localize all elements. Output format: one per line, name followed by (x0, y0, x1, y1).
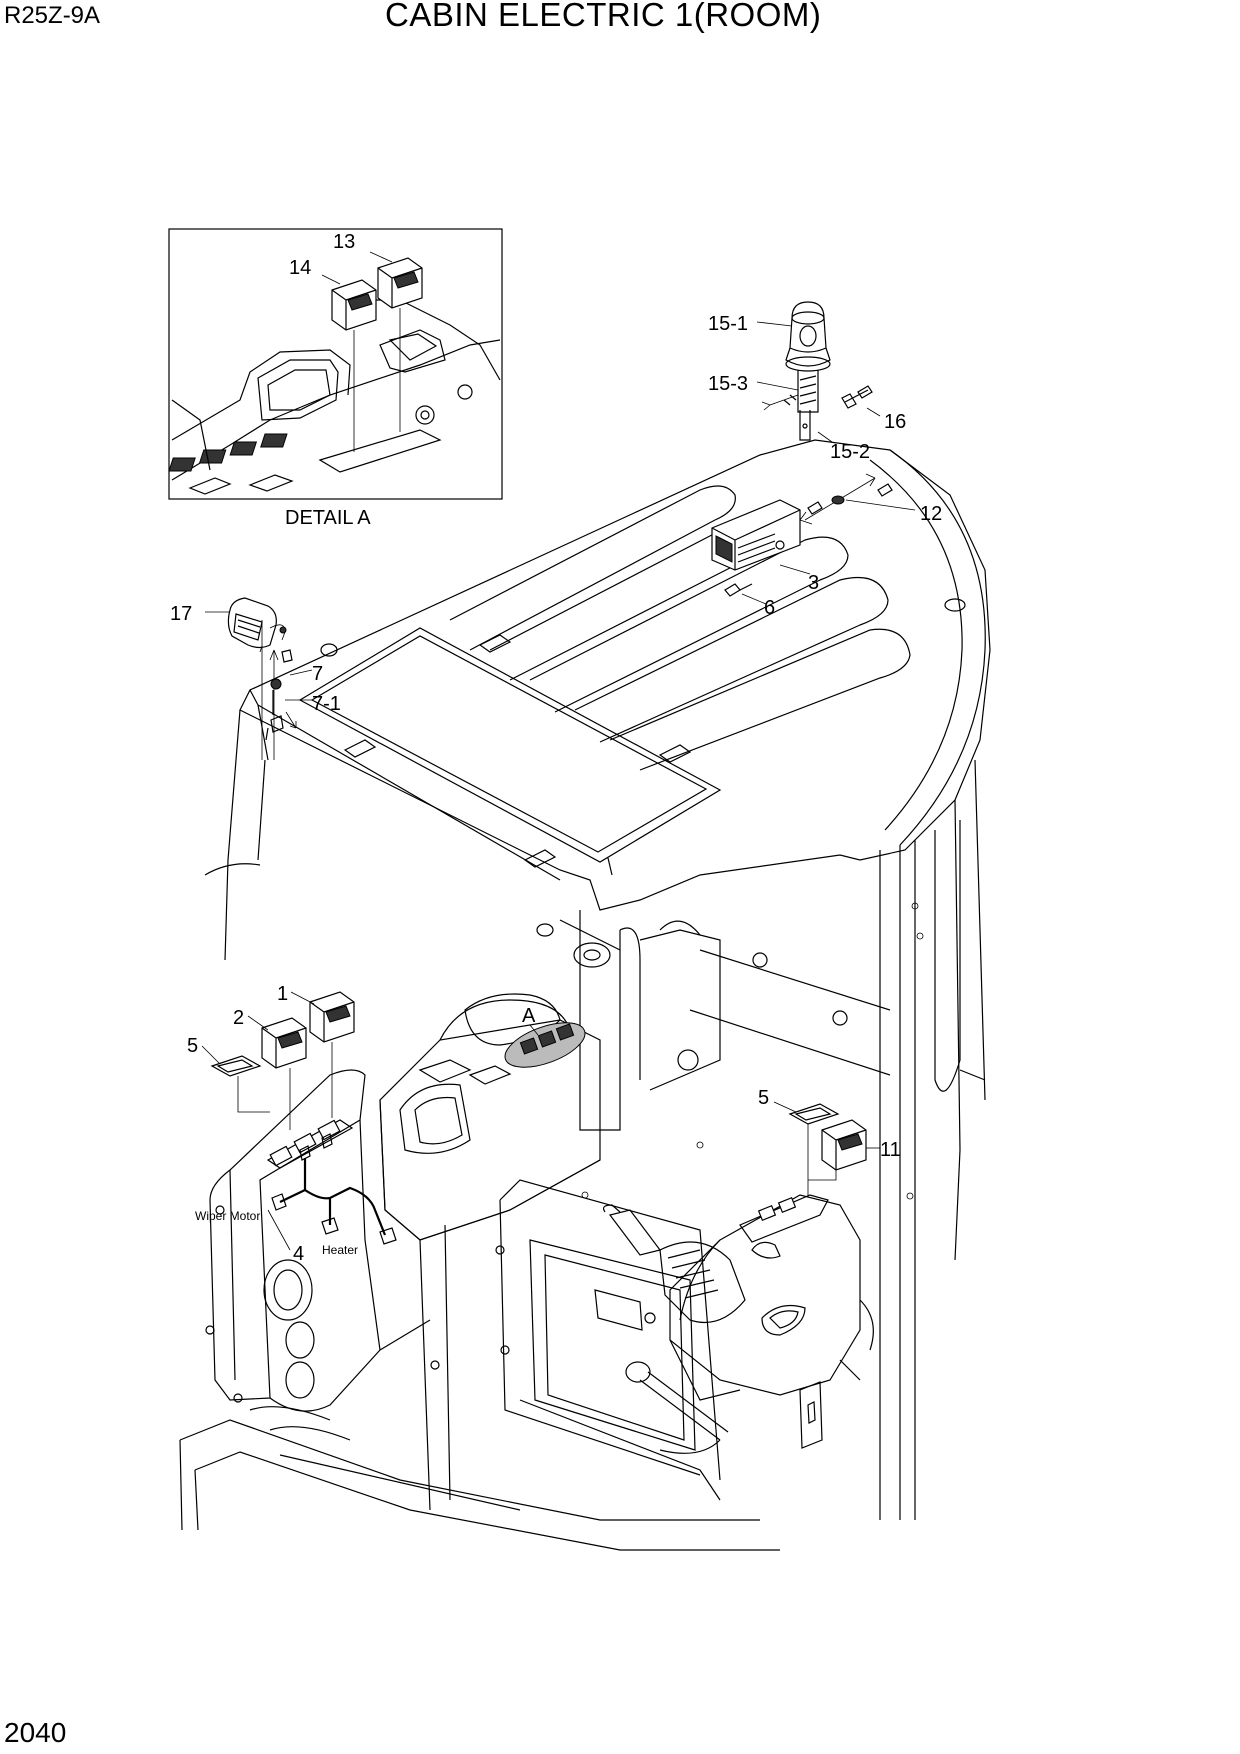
center-console: A (379, 910, 721, 1511)
frame-5-left-shape (210, 1055, 262, 1077)
callout-17: 17 (170, 603, 192, 625)
callout-16: 16 (884, 411, 906, 433)
callout-5-right: 5 (758, 1087, 769, 1109)
cabin-floor (179, 1141, 823, 1551)
callout-2: 2 (233, 1007, 244, 1029)
callout-7-1: 7-1 (312, 693, 341, 715)
left-switch-group: Wiper Motor Heater 1 2 5 4 (187, 983, 397, 1265)
callout-3: 3 (808, 572, 819, 594)
callout-15-1: 15-1 (708, 313, 748, 335)
detail-a-frame (168, 228, 503, 500)
right-switch-group: 5 11 (758, 1087, 901, 1196)
callout-13: 13 (333, 231, 355, 253)
work-lamp-shape (227, 597, 277, 649)
detail-a-marker: A (522, 1005, 536, 1027)
cable-12: 12 (799, 473, 942, 525)
callout-12: 12 (920, 503, 942, 525)
right-control-box (602, 1194, 874, 1454)
page-number: 2040 (4, 1717, 67, 1748)
callout-6: 6 (764, 597, 775, 619)
left-side-panel (205, 1069, 431, 1412)
callout-1: 1 (277, 983, 288, 1005)
wire-label-wiper-motor: Wiper Motor (195, 1209, 260, 1223)
callout-14: 14 (289, 257, 311, 279)
callout-15-2: 15-2 (830, 441, 870, 463)
callout-15-3: 15-3 (708, 373, 748, 395)
beacon-lamp-shape (789, 301, 827, 353)
radio-unit: 3 6 (711, 499, 819, 619)
callout-11: 11 (880, 1139, 901, 1161)
detail-a-inset: 13 14 (168, 228, 503, 500)
beacon-assembly: 15-1 15-3 16 15-2 (708, 301, 906, 463)
page-title: CABIN ELECTRIC 1(ROOM) (385, 0, 822, 33)
callout-5-left: 5 (187, 1035, 198, 1057)
frame-5-right-shape (788, 1103, 840, 1125)
callout-7: 7 (312, 663, 323, 685)
model-code: R25Z-9A (4, 2, 101, 29)
callout-4: 4 (293, 1243, 304, 1265)
work-lamp-assembly: 17 7 7-1 (170, 597, 341, 760)
wire-label-heater: Heater (322, 1243, 358, 1257)
detail-a-caption: DETAIL A (285, 507, 371, 529)
radio-shape (711, 499, 801, 571)
cabin-frame (204, 709, 986, 1520)
